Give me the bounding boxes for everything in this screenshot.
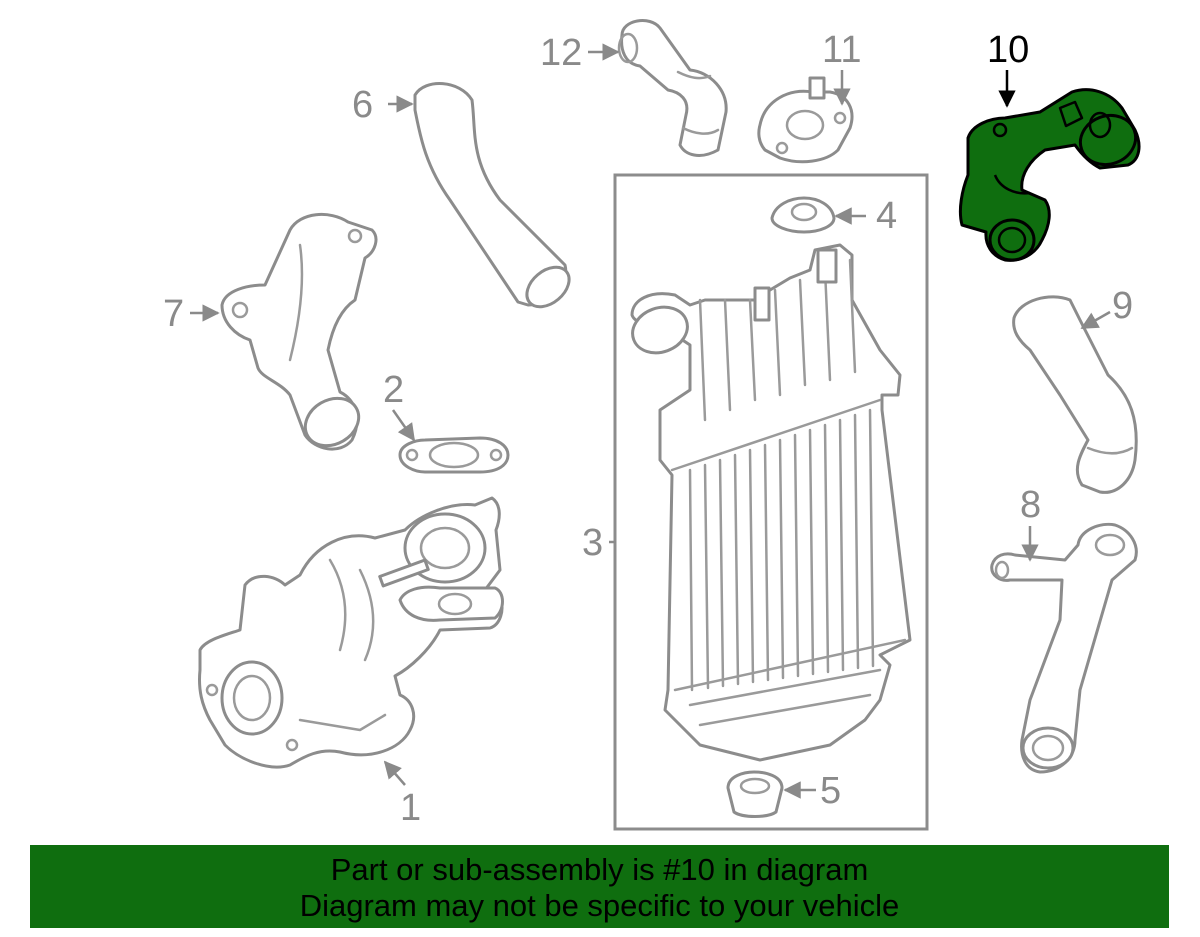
banner-line-2: Diagram may not be specific to your vehi… — [299, 888, 900, 923]
part-12-hose[interactable] — [617, 19, 728, 157]
part-1-turbocharger[interactable] — [198, 496, 504, 769]
part-8-pipe[interactable] — [990, 522, 1138, 774]
callout-5: 5 — [820, 770, 841, 812]
callout-1: 1 — [400, 787, 421, 829]
callout-9: 9 — [1112, 285, 1133, 327]
banner-line-1: Part or sub-assembly is #10 in diagram — [330, 852, 869, 887]
part-11-flange[interactable] — [757, 76, 854, 164]
callout-12: 12 — [540, 32, 582, 74]
info-banner: Part or sub-assembly is #10 in diagram D… — [30, 845, 1169, 928]
callout-8: 8 — [1020, 484, 1041, 526]
parts-diagram: 1 2 3 4 5 6 7 8 9 10 11 12 — [163, 19, 1142, 831]
part-6-hose[interactable] — [413, 82, 577, 315]
callout-10: 10 — [987, 29, 1029, 71]
intercooler-group-frame — [613, 173, 929, 831]
part-5-mount[interactable] — [726, 770, 784, 818]
part-9-hose[interactable] — [1012, 295, 1138, 494]
callout-2: 2 — [383, 369, 404, 411]
part-3-intercooler[interactable] — [626, 243, 912, 762]
callout-11: 11 — [822, 29, 861, 71]
callout-3: 3 — [582, 522, 603, 564]
callout-7: 7 — [163, 293, 184, 335]
part-2-gasket[interactable] — [398, 436, 510, 474]
part-10-pipe-highlighted[interactable] — [958, 88, 1142, 262]
callout-4: 4 — [876, 195, 897, 237]
part-7-pipe[interactable] — [220, 212, 378, 455]
callout-6: 6 — [352, 84, 373, 126]
part-4-mount[interactable] — [770, 196, 836, 234]
